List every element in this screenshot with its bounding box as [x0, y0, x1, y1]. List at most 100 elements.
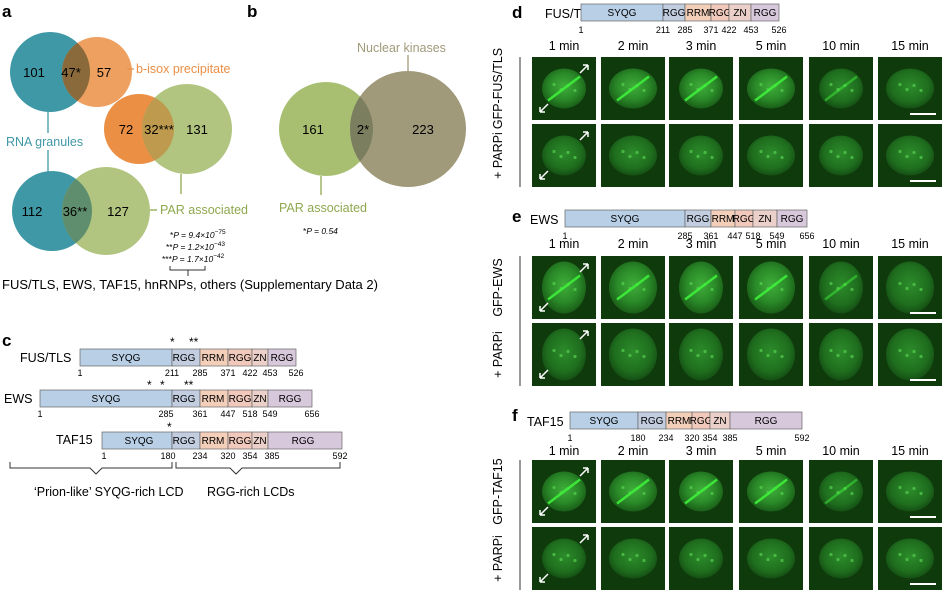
tick-e-3: 447	[727, 231, 742, 241]
domain-label-e-3: RGG	[733, 214, 756, 225]
svg-text:1: 1	[37, 409, 42, 419]
svg-text:*: *	[147, 378, 152, 392]
venn1-right: 57	[97, 65, 111, 80]
svg-text:**: **	[184, 378, 194, 392]
tick-e-6: 656	[799, 231, 814, 241]
time-label-e-4: 10 min	[822, 237, 860, 251]
panel-b: b 161 2* 223 Nuclear kinases PAR associa…	[247, 2, 466, 236]
domain-f-5	[729, 411, 803, 430]
micrograph-d-r2-c4	[739, 124, 803, 187]
micrograph-d-r2-c3	[669, 124, 733, 187]
micrograph-d-r2-c6	[878, 124, 942, 187]
domain-label-d-4: ZN	[733, 8, 746, 19]
protein-name-e: EWS	[530, 213, 558, 227]
venn3-left: 112	[22, 204, 43, 219]
label-par-associated: PAR associated	[160, 203, 248, 217]
arrow-icon	[539, 103, 549, 113]
time-label-e-2: 3 min	[686, 237, 717, 251]
svg-text:SYQG: SYQG	[125, 436, 154, 447]
label-par-associated-b: PAR associated	[279, 201, 367, 215]
time-label-f-5: 15 min	[891, 444, 929, 458]
tick-d-2: 285	[677, 25, 692, 35]
micrograph-e-r2-c5	[809, 323, 873, 386]
time-label-f-1: 2 min	[618, 444, 649, 458]
domain-label-f-2: RRM	[668, 416, 691, 427]
svg-text:422: 422	[242, 368, 257, 378]
venn2-overlap: 32***	[144, 122, 174, 137]
micrograph-e-r1-c3	[669, 256, 733, 319]
circle-par-b	[279, 82, 373, 176]
time-label-d-2: 3 min	[686, 39, 717, 53]
arrow-icon	[579, 467, 589, 477]
tick-f-5: 385	[722, 433, 737, 443]
domain-label-f-3: RGG	[690, 416, 713, 427]
domain-bar-ews: SYQG RGG RRM RGG ZN RGG	[39, 389, 313, 408]
arrow-icon	[579, 263, 589, 273]
micrograph-d-r1-c5	[809, 57, 873, 120]
svg-text:RRM: RRM	[202, 394, 225, 405]
tick-e-4: 518	[745, 231, 760, 241]
tick-e-1: 285	[677, 231, 692, 241]
arrow-icon	[539, 573, 549, 583]
micrograph-d-r2-c2	[601, 124, 665, 187]
svg-text:RGG: RGG	[173, 353, 196, 364]
row-label-f-2: + PARPi	[491, 535, 505, 582]
panel-label-e: e	[512, 207, 521, 226]
time-label-f-0: 1 min	[549, 444, 580, 458]
svg-text:RRM: RRM	[202, 436, 225, 447]
venn-b-overlap: 2*	[357, 122, 369, 137]
micrograph-d-r1-c6	[878, 57, 942, 120]
domain-label-f-0: SYQG	[590, 416, 619, 427]
domain-label-e-2: RRM	[712, 214, 735, 225]
micrograph-f-r1-c5	[809, 460, 873, 523]
micrograph-d-r2-c1	[532, 124, 596, 187]
panel-a-footer: FUS/TLS, EWS, TAF15, hnRNPs, others (Sup…	[2, 277, 378, 292]
domain-label-f-4: ZN	[713, 416, 726, 427]
label-nuclear-kinases: Nuclear kinases	[357, 41, 446, 55]
svg-text:371: 371	[220, 368, 235, 378]
venn-rna-par: 112 36** 127	[12, 167, 150, 255]
tick-f-0: 1	[567, 433, 572, 443]
tick-f-6: 592	[794, 433, 809, 443]
domain-bar-fus: SYQG RGG RRM RGG ZN RGG	[79, 348, 297, 367]
svg-text:1: 1	[77, 368, 82, 378]
tick-f-3: 320	[684, 433, 699, 443]
svg-text:656: 656	[304, 409, 319, 419]
protein-fus-label: FUS/TLS	[20, 351, 71, 365]
row-label-e-2: + PARPi	[491, 331, 505, 378]
arrow-icon	[579, 64, 589, 74]
time-label-e-0: 1 min	[549, 237, 580, 251]
micrograph-d-r1-c2	[601, 57, 665, 120]
svg-text:361: 361	[192, 409, 207, 419]
panel-label-d: d	[512, 3, 522, 22]
domain-label-d-3: RGG	[709, 8, 732, 19]
svg-text:***P = 1.7×10−42: ***P = 1.7×10−42	[162, 253, 225, 264]
arrow-icon	[539, 506, 549, 516]
venn1-left: 101	[23, 65, 45, 80]
micrograph-f-r2-c4	[739, 527, 803, 590]
arrow-icon	[539, 302, 549, 312]
row-label-d-2: + PARPi	[491, 132, 505, 179]
micrograph-f-r2-c1	[532, 527, 596, 590]
panel-label-a: a	[2, 2, 12, 21]
svg-text:RGG: RGG	[271, 353, 294, 364]
micrograph-e-r2-c3	[669, 323, 733, 386]
micrograph-f-r2-c2	[601, 527, 665, 590]
arrow-icon	[579, 330, 589, 340]
arrow-icon	[539, 170, 549, 180]
pvalue-b: *P = 0.54	[303, 226, 338, 236]
arrow-icon	[579, 131, 589, 141]
svg-text:RGG: RGG	[229, 436, 252, 447]
time-label-d-1: 2 min	[618, 39, 649, 53]
protein-taf15-label: TAF15	[56, 433, 93, 447]
domain-label-d-2: RRM	[687, 8, 710, 19]
venn2-right: 131	[186, 122, 208, 137]
tick-e-0: 1	[562, 231, 567, 241]
micrograph-e-r2-c1	[532, 323, 596, 386]
svg-text:549: 549	[262, 409, 277, 419]
micrograph-e-r1-c4	[739, 256, 803, 319]
micrograph-d-r1-c3	[669, 57, 733, 120]
venn3-right: 127	[107, 204, 129, 219]
